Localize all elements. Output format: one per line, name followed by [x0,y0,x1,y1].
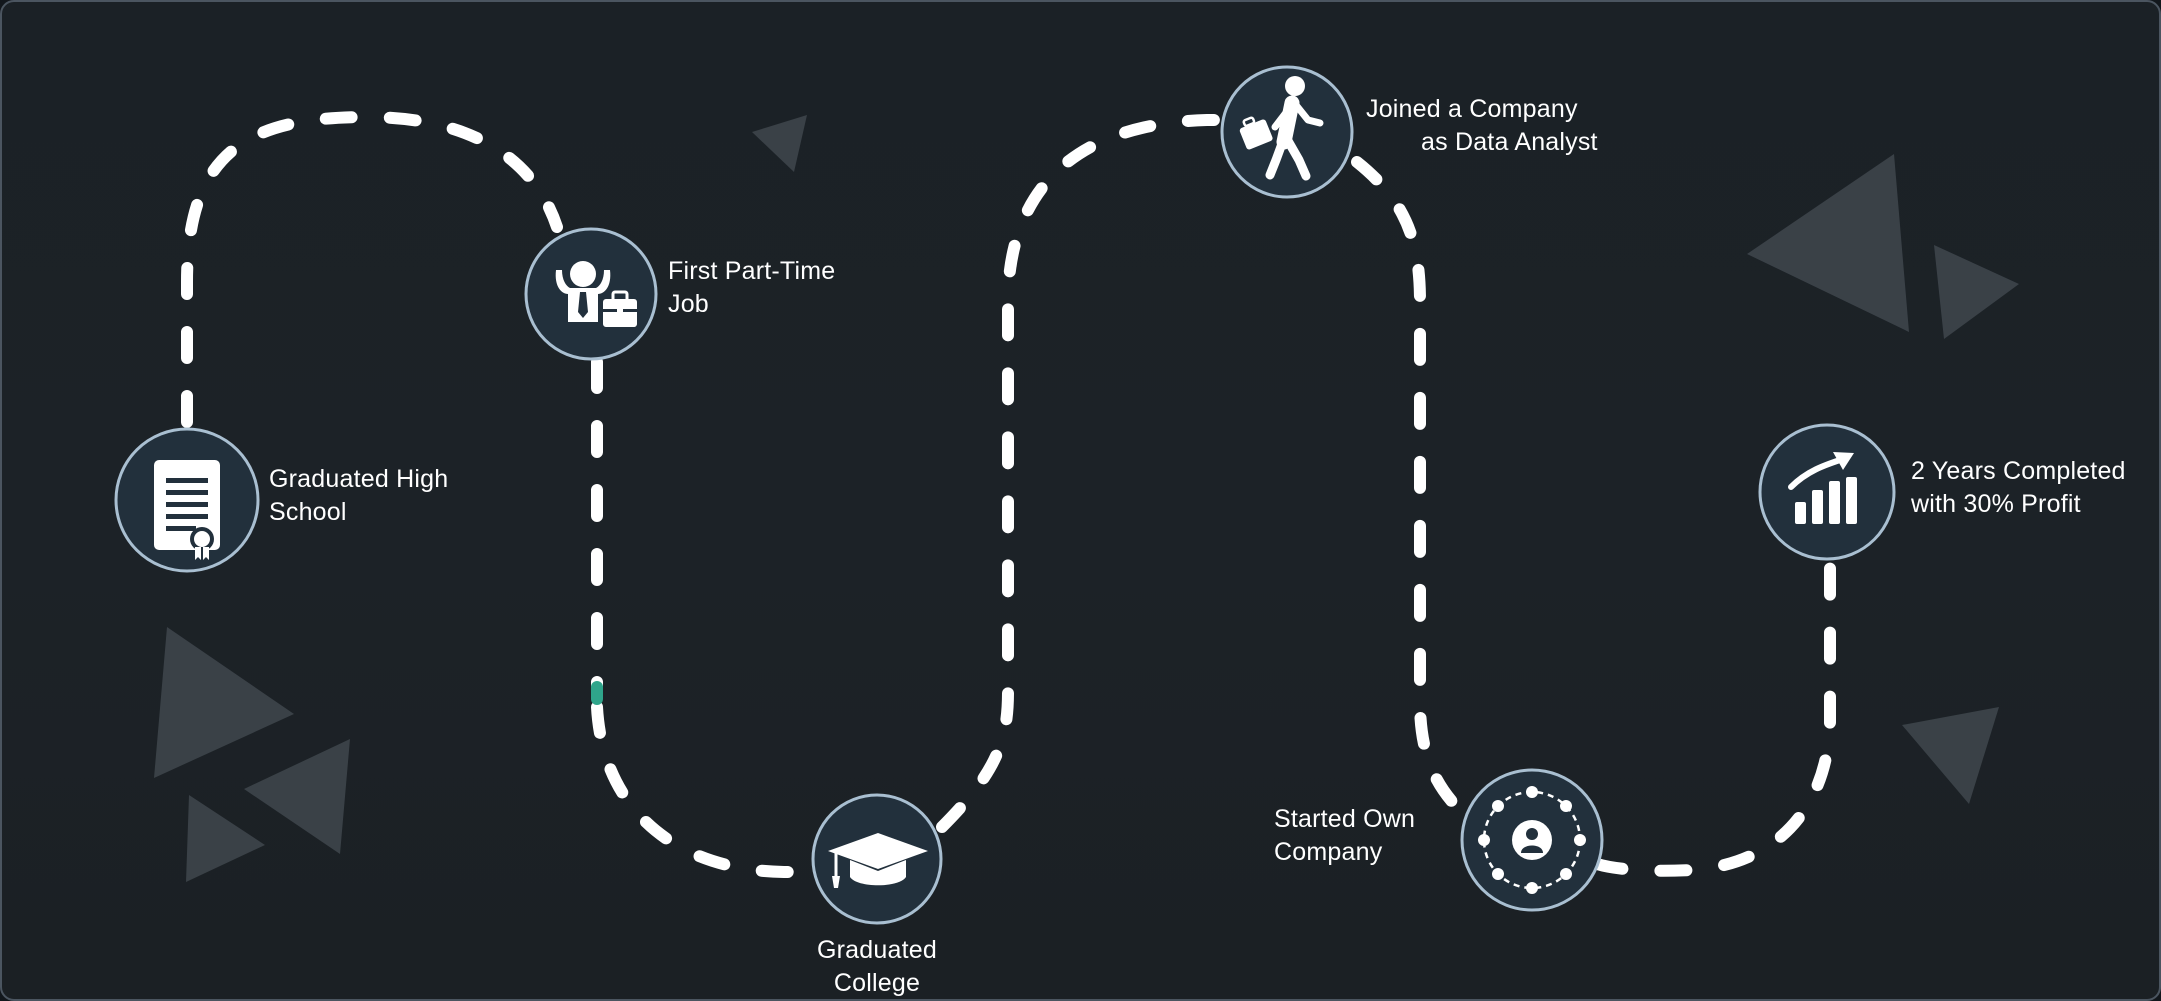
label-high-school: Graduated High School [269,463,448,529]
label-line: Started Own [1274,805,1416,833]
certificate-icon [154,460,220,560]
milestone-profit[interactable] [1758,423,1896,561]
decor-triangle [244,739,350,854]
label-line: College [833,969,921,997]
milestone-own-company[interactable] [1460,768,1604,912]
path-segment [1591,556,1836,877]
journey-path [181,110,1836,878]
label-line: First Part-Time [668,257,836,285]
label-profit: 2 Years Completed with 30% Profit [1911,455,2126,521]
decor-triangle [1902,707,1999,804]
milestone-company[interactable] [1220,65,1354,199]
label-college: Graduated College [807,934,947,999]
decor-triangle [154,627,294,778]
path-segment [936,114,1230,833]
label-company: Joined a Company as Data Analyst [1366,93,1598,159]
label-line: Job [668,290,709,318]
decor-triangle [752,115,807,172]
label-line: Joined a Company [1366,95,1578,123]
label-line: Graduated [817,936,937,964]
label-line: Graduated High [269,465,449,493]
milestone-college[interactable] [811,793,943,925]
decor-triangle [1747,154,1909,332]
path-segment [591,701,823,878]
graduation-cap-icon [828,833,928,888]
decorative-triangles [154,115,2019,882]
label-own-company: Started Own Company [1274,803,1415,869]
milestone-node [1758,423,1896,561]
label-line: Company [1274,838,1383,866]
decor-triangle [1934,245,2019,339]
label-line: 2 Years Completed [1911,457,2126,485]
milestone-part-time[interactable] [524,227,658,361]
path-segment [1351,156,1473,823]
decor-triangle [186,795,265,882]
team-network-icon [1478,786,1586,894]
milestone-high-school[interactable] [114,427,260,573]
growth-chart-icon [1788,452,1857,524]
label-line: with 30% Profit [1911,490,2081,518]
walking-businessman-icon [1239,76,1324,181]
label-part-time: First Part-Time Job [668,255,835,321]
label-line: School [269,498,347,526]
label-line: as Data Analyst [1421,128,1598,156]
path-segment [181,110,563,428]
employee-briefcase-icon [555,261,637,327]
